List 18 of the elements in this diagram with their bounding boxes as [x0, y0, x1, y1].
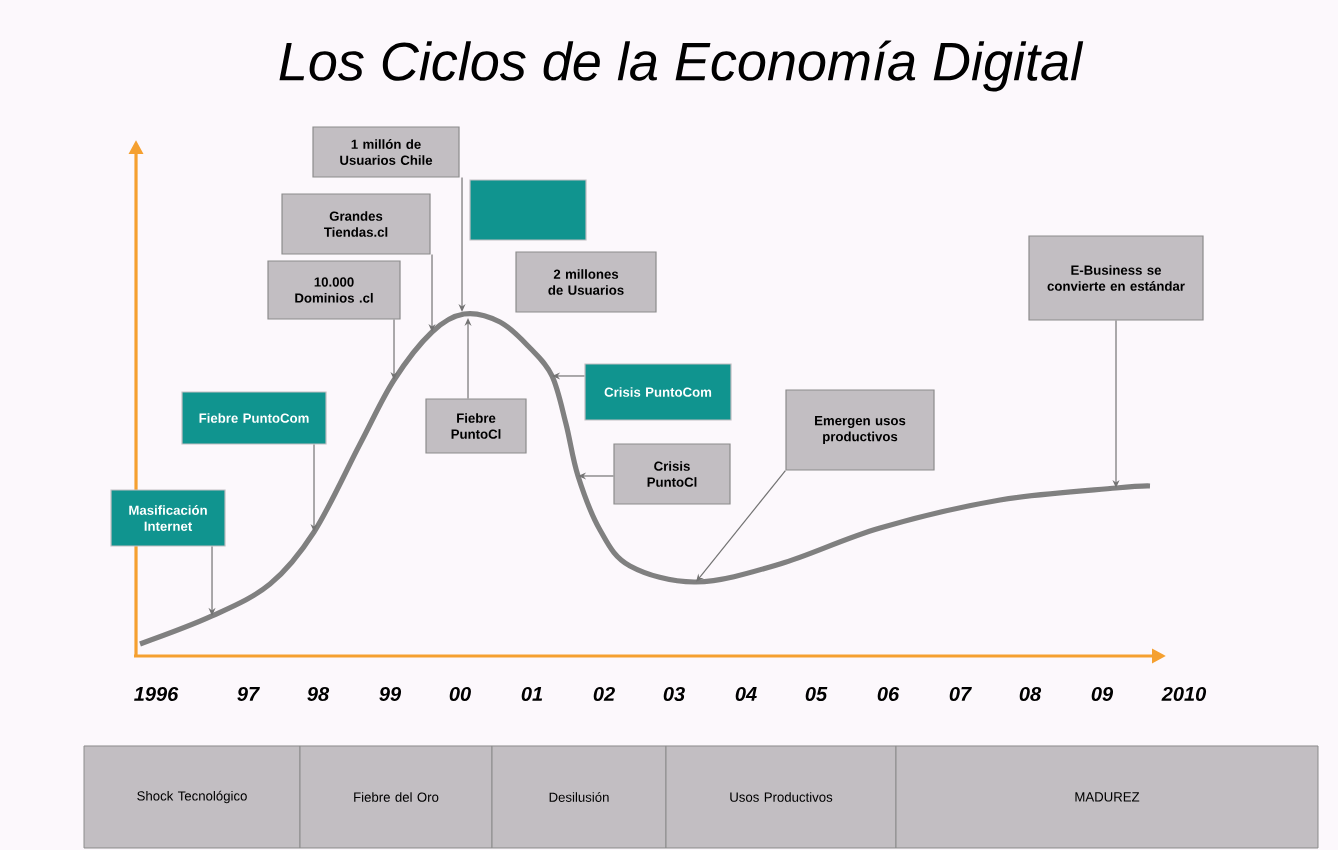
year-label: 04 — [735, 686, 757, 702]
year-label: 02 — [593, 686, 615, 702]
year-label: 01 — [521, 686, 543, 702]
leader-line — [696, 470, 786, 582]
year-label: 98 — [307, 686, 330, 702]
callout-box — [469, 179, 587, 241]
year-label: 06 — [877, 686, 900, 702]
year-label: 07 — [949, 686, 972, 702]
year-label: 03 — [663, 686, 685, 702]
year-label: 97 — [237, 686, 260, 702]
year-label: 09 — [1091, 686, 1114, 702]
title: Los Ciclos de la Economía Digital — [279, 40, 1084, 92]
year-label: 08 — [1019, 686, 1042, 702]
year-label: 05 — [805, 686, 828, 702]
year-label: 1996 — [134, 686, 179, 702]
year-label: 99 — [379, 686, 402, 702]
year-label: 00 — [449, 686, 471, 702]
year-label: 2010 — [1161, 686, 1207, 702]
